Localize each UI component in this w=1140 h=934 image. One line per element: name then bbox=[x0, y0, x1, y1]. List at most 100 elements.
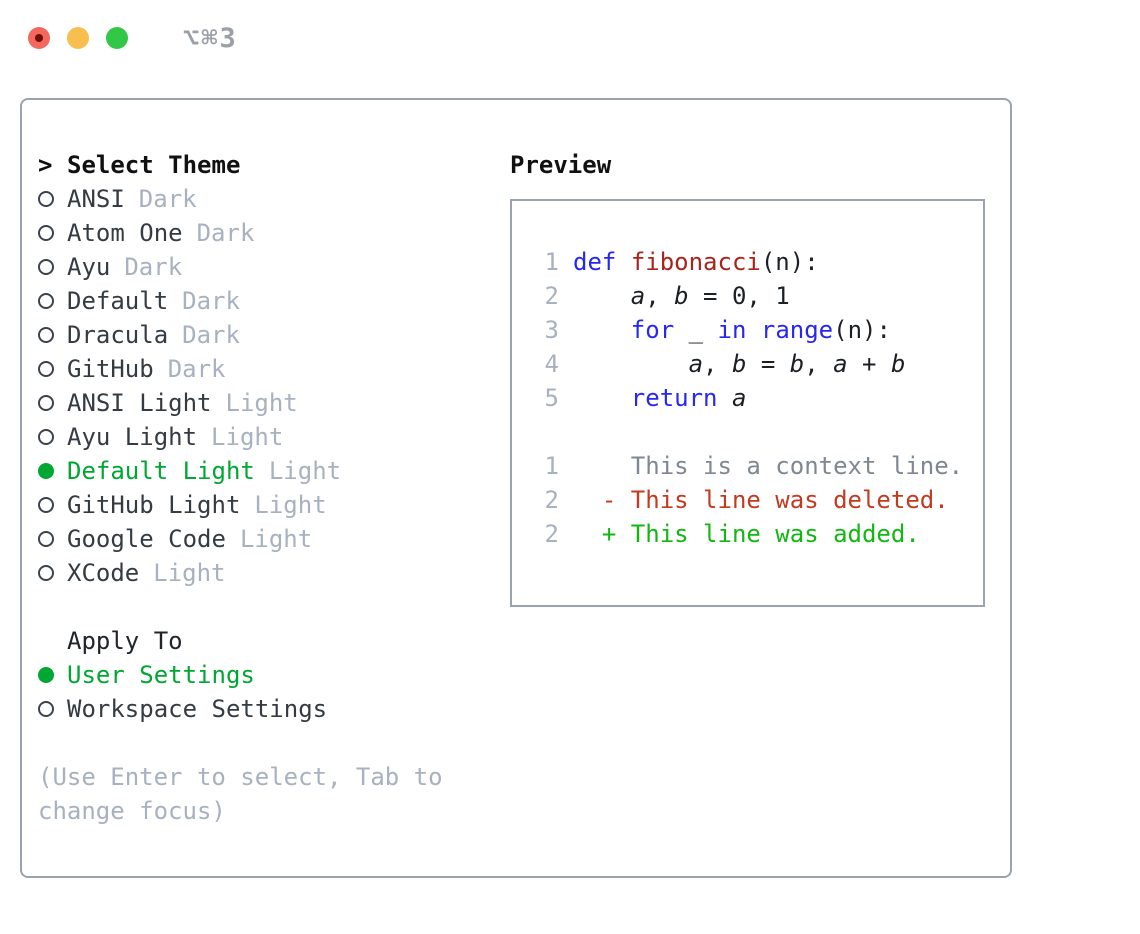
radio-unselected-icon bbox=[38, 327, 67, 343]
code-token: (n): bbox=[760, 248, 819, 276]
radio-selected-icon bbox=[38, 463, 67, 479]
theme-variant-tag: Light bbox=[225, 389, 298, 417]
diff-content: This is a context line. bbox=[573, 452, 964, 480]
line-number: 2 bbox=[544, 520, 559, 548]
code-content: a, b = 0, 1 bbox=[573, 279, 790, 313]
line-number: 1 bbox=[544, 452, 559, 480]
diff-content: + This line was added. bbox=[573, 520, 920, 548]
apply-to-option[interactable]: User Settings bbox=[38, 658, 510, 692]
code-token: , bbox=[645, 282, 675, 310]
code-token: b bbox=[789, 350, 805, 378]
theme-option-label: Google Code bbox=[67, 525, 226, 553]
theme-option[interactable]: Default Dark bbox=[38, 284, 510, 318]
code-token: a bbox=[688, 350, 704, 378]
code-token bbox=[573, 350, 689, 378]
radio-unselected-icon bbox=[38, 293, 67, 309]
code-token: fibonacci bbox=[630, 248, 761, 276]
radio-unselected-icon bbox=[38, 497, 67, 513]
theme-option-label: Atom One bbox=[67, 219, 183, 247]
spacer bbox=[38, 726, 510, 760]
radio-unselected-icon bbox=[38, 565, 67, 581]
code-token: b bbox=[890, 350, 906, 378]
select-theme-title: Select Theme bbox=[67, 151, 241, 179]
preview-title: Preview bbox=[510, 151, 612, 179]
apply-to-option-label: Workspace Settings bbox=[67, 695, 328, 723]
line-number: 2 bbox=[544, 486, 559, 514]
radio-unselected-icon bbox=[38, 701, 67, 717]
help-line: change focus) bbox=[38, 797, 226, 825]
code-token: _ bbox=[674, 316, 718, 344]
diff-line: 1 This is a context line. bbox=[530, 449, 975, 483]
theme-option-label: ANSI Light bbox=[67, 389, 212, 417]
cursor-caret-icon: > bbox=[38, 151, 53, 179]
line-number: 2 bbox=[544, 282, 559, 310]
diff-line: 2 + This line was added. bbox=[530, 517, 975, 551]
radio-unselected-icon bbox=[38, 259, 67, 275]
code-token: def bbox=[573, 248, 617, 276]
line-number: 5 bbox=[544, 384, 559, 412]
radio-selected-icon bbox=[38, 667, 67, 683]
theme-option[interactable]: Ayu Light Light bbox=[38, 420, 510, 454]
theme-option[interactable]: ANSI Light Light bbox=[38, 386, 510, 420]
code-token: (n): bbox=[833, 316, 891, 344]
theme-option[interactable]: XCode Light bbox=[38, 556, 510, 590]
code-token bbox=[616, 248, 630, 276]
code-token bbox=[718, 384, 732, 412]
code-token: = 0, 1 bbox=[688, 282, 790, 310]
apply-to-option[interactable]: Workspace Settings bbox=[38, 692, 510, 726]
theme-option-label: Default Light bbox=[67, 457, 255, 485]
theme-option-label: Ayu Light bbox=[67, 423, 198, 451]
code-content: a, b = b, a + b bbox=[573, 347, 906, 381]
help-line: (Use Enter to select, Tab to bbox=[38, 763, 443, 791]
theme-variant-tag: Dark bbox=[124, 253, 183, 281]
theme-option-label: XCode bbox=[67, 559, 140, 587]
line-number: 4 bbox=[544, 350, 559, 378]
code-token: for bbox=[630, 316, 675, 344]
theme-variant-tag: Light bbox=[268, 457, 342, 485]
code-token bbox=[573, 282, 631, 310]
titlebar: ⌥⌘3 bbox=[0, 0, 1140, 76]
code-line: 4 a, b = b, a + b bbox=[530, 347, 975, 381]
minimize-button[interactable] bbox=[67, 27, 89, 49]
code-line: 3 for _ in range(n): bbox=[530, 313, 975, 347]
theme-variant-tag: Light bbox=[153, 559, 226, 587]
apply-to-title: Apply To bbox=[67, 627, 183, 655]
preview-header: Preview bbox=[510, 148, 1000, 182]
radio-unselected-icon bbox=[38, 395, 67, 411]
code-content: for _ in range(n): bbox=[573, 313, 891, 347]
code-token: , bbox=[703, 350, 732, 378]
zoom-button[interactable] bbox=[106, 27, 128, 49]
theme-option-label: Default bbox=[67, 287, 169, 315]
close-button[interactable] bbox=[28, 27, 50, 49]
radio-unselected-icon bbox=[38, 225, 67, 241]
spacer bbox=[38, 590, 510, 624]
window-shortcut-label: ⌥⌘3 bbox=[183, 22, 238, 54]
code-token bbox=[573, 316, 631, 344]
radio-unselected-icon bbox=[38, 531, 67, 547]
code-token bbox=[573, 384, 631, 412]
code-token: return bbox=[630, 384, 718, 412]
code-line: 2 a, b = 0, 1 bbox=[530, 279, 975, 313]
help-text: (Use Enter to select, Tab to change focus… bbox=[38, 760, 510, 828]
radio-unselected-icon bbox=[38, 361, 67, 377]
code-line: 5 return a bbox=[530, 381, 975, 415]
theme-variant-tag: Light bbox=[211, 423, 284, 451]
diff-preview: 1 This is a context line.2 - This line w… bbox=[530, 449, 975, 551]
theme-option[interactable]: Default Light Light bbox=[38, 454, 510, 488]
theme-variant-tag: Dark bbox=[182, 287, 240, 315]
code-token: = bbox=[746, 350, 790, 378]
code-token: b bbox=[674, 282, 689, 310]
